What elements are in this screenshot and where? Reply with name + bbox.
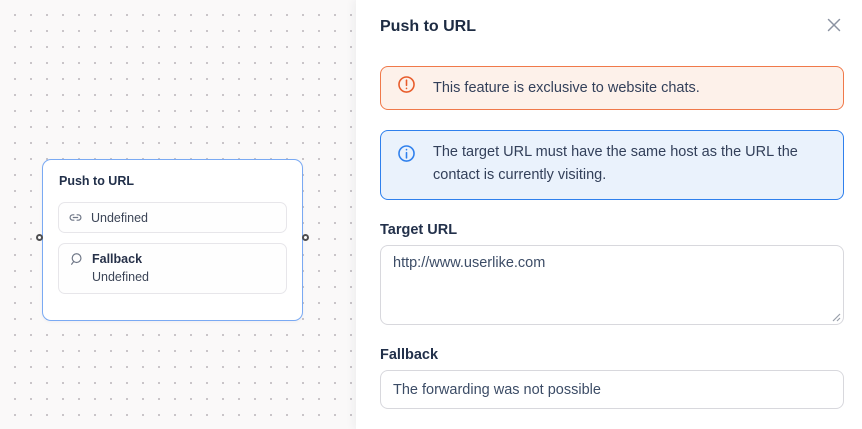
node-input-handle[interactable] — [36, 234, 43, 241]
node-fallback-row[interactable]: Fallback Undefined — [58, 243, 287, 294]
fallback-label: Fallback — [380, 347, 439, 363]
target-url-textarea[interactable]: http://www.userlike.com — [380, 245, 844, 325]
node-target-url-row[interactable]: Undefined — [58, 202, 287, 233]
panel-header: Push to URL — [380, 15, 844, 36]
link-icon — [69, 211, 82, 224]
node-fallback-value: Undefined — [92, 270, 149, 284]
push-to-url-settings-panel: Push to URL This feature is exclusive to… — [356, 0, 862, 429]
exclamation-circle-icon — [397, 75, 416, 102]
chat-bubble-icon — [69, 252, 83, 266]
info-circle-icon — [397, 141, 416, 171]
warning-alert-text: This feature is exclusive to website cha… — [433, 79, 700, 96]
node-target-url-value: Undefined — [91, 210, 148, 225]
node-title: Push to URL — [59, 174, 134, 188]
info-alert: The target URL must have the same host a… — [380, 130, 844, 200]
target-url-label: Target URL — [380, 222, 458, 238]
close-icon[interactable] — [824, 15, 844, 35]
push-to-url-node[interactable]: Push to URL Undefined Fallback Undefined — [36, 159, 309, 321]
panel-title: Push to URL — [380, 18, 476, 35]
warning-alert: This feature is exclusive to website cha… — [380, 66, 844, 110]
flow-canvas[interactable]: Push to URL Undefined Fallback Undefined — [0, 0, 356, 429]
fallback-input[interactable] — [380, 370, 844, 409]
node-fallback-label: Fallback — [92, 252, 143, 266]
node-output-handle[interactable] — [302, 234, 309, 241]
info-alert-text: The target URL must have the same host a… — [433, 144, 798, 183]
